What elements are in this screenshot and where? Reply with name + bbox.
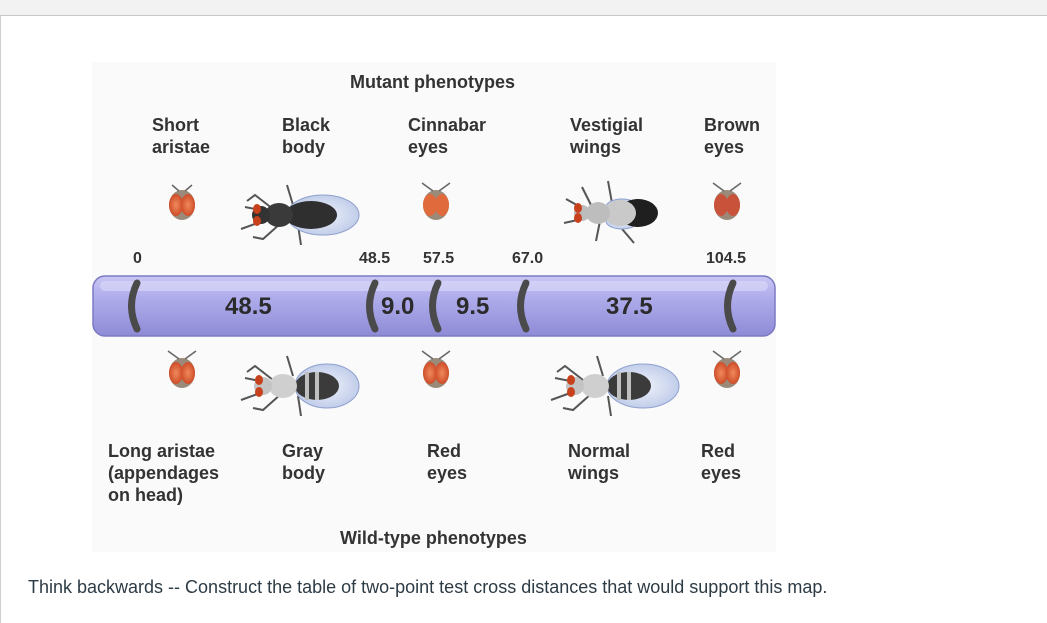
label-red-eyes: Red eyes [701, 441, 742, 483]
label-cinnabar-eyes: Cinnabar eyes [408, 115, 487, 157]
question-caption: Think backwards -- Construct the table o… [28, 577, 828, 597]
chromosome-bands [128, 279, 737, 333]
label-vestigial-wings: Vestigial wings [570, 115, 644, 157]
mutant-phenotypes-heading: Mutant phenotypes [350, 72, 515, 92]
frame-border [0, 16, 1, 623]
distance-label: 9.0 [381, 293, 415, 320]
label-short-aristae: Short aristae [152, 115, 211, 157]
fly-gray-body-icon [240, 355, 360, 417]
band-104-5 [724, 279, 737, 333]
distance-label: 9.5 [456, 293, 490, 320]
distance-label: 37.5 [606, 293, 653, 320]
distance-label: 48.5 [225, 293, 272, 320]
label-gray-body: Gray body [282, 441, 325, 483]
position-label: 48.5 [359, 250, 391, 267]
position-label: 104.5 [706, 250, 747, 267]
position-label: 0 [133, 250, 142, 267]
fly-head-icon [167, 350, 197, 388]
fly-head-icon [169, 184, 195, 220]
label-black-body: Black body [282, 115, 331, 157]
position-label: 67.0 [512, 250, 544, 267]
band-0 [128, 279, 141, 333]
top-bar [0, 0, 1047, 16]
fly-black-body-icon [240, 184, 360, 246]
fly-head-icon [712, 350, 742, 388]
label-red-eyes: Red eyes [427, 441, 468, 483]
band-57-5 [429, 279, 442, 333]
fly-head-icon [712, 182, 742, 220]
fly-head-icon [421, 182, 451, 220]
label-brown-eyes: Brown eyes [704, 115, 760, 157]
head-icon-group [167, 182, 742, 388]
fly-vestigial-wings-icon [563, 180, 658, 244]
fly-normal-wings-icon [550, 355, 680, 417]
label-long-aristae: Long aristae (appendages on head) [108, 441, 220, 505]
band-48-5 [366, 279, 379, 333]
position-label: 57.5 [423, 250, 455, 267]
band-67-0 [517, 279, 530, 333]
fly-head-icon [421, 350, 451, 388]
wildtype-phenotypes-heading: Wild-type phenotypes [340, 528, 527, 548]
label-normal-wings: Normal wings [568, 441, 631, 483]
